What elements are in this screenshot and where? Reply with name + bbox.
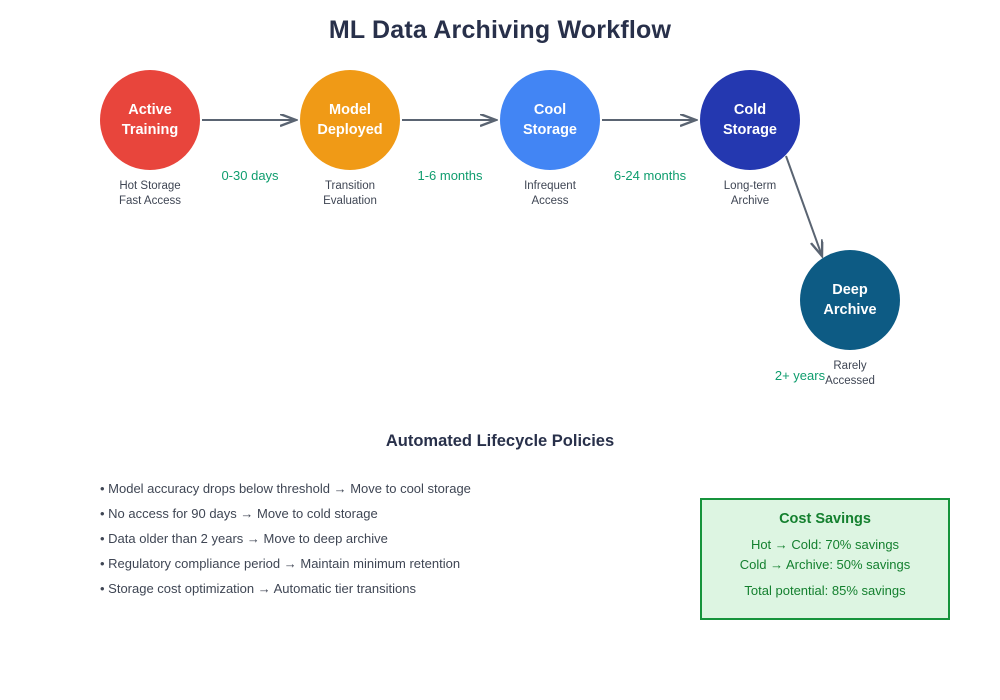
node-sublabel-cool-storage: Infrequent Access: [524, 180, 576, 207]
page-title: ML Data Archiving Workflow: [328, 16, 672, 44]
policy-item: • No access for 90 days → Move to cold s…: [100, 506, 378, 521]
edge-label-model-to-cool: 1-6 months: [417, 168, 483, 183]
policy-item: • Data older than 2 years → Move to deep…: [100, 531, 388, 546]
edge-label-active-to-model: 0-30 days: [221, 168, 279, 183]
node-label: Active Training: [121, 102, 179, 138]
node-label: Deep Archive: [823, 282, 877, 318]
node-sublabel-model-deployed: Transition Evaluation: [323, 180, 377, 207]
policy-item: • Model accuracy drops below threshold →…: [100, 481, 471, 496]
node-cold-storage[interactable]: Cold Storage: [700, 70, 800, 170]
node-active-training[interactable]: Active Training: [100, 70, 200, 170]
cost-savings-line: Hot → Cold: 70% savings: [750, 537, 900, 552]
policy-list: • Model accuracy drops below threshold →…: [100, 476, 660, 601]
policy-item: • Regulatory compliance period → Maintai…: [100, 556, 461, 571]
policies-heading: Automated Lifecycle Policies: [385, 432, 615, 450]
node-sublabel-deep-archive: Rarely Accessed: [825, 360, 875, 387]
cost-savings-line: Cold → Archive: 50% savings: [739, 557, 911, 572]
node-label: Cool Storage: [523, 102, 577, 138]
node-sublabel-cold-storage: Long-term Archive: [723, 180, 777, 207]
node-cool-storage[interactable]: Cool Storage: [500, 70, 600, 170]
node-sublabel-active-training: Hot Storage Fast Access: [119, 180, 181, 207]
node-deep-archive[interactable]: Deep Archive: [800, 250, 900, 350]
node-model-deployed[interactable]: Model Deployed: [300, 70, 400, 170]
edge-label-cold-to-deep: 2+ years: [774, 368, 826, 383]
cost-savings-total: Total potential: 85% savings: [744, 583, 906, 598]
node-label: Model Deployed: [317, 102, 383, 138]
node-label: Cold Storage: [723, 102, 777, 138]
cost-savings-title: Cost Savings: [779, 511, 871, 527]
edge-label-cool-to-cold: 6-24 months: [613, 168, 687, 183]
policy-item: • Storage cost optimization → Automatic …: [100, 581, 416, 596]
